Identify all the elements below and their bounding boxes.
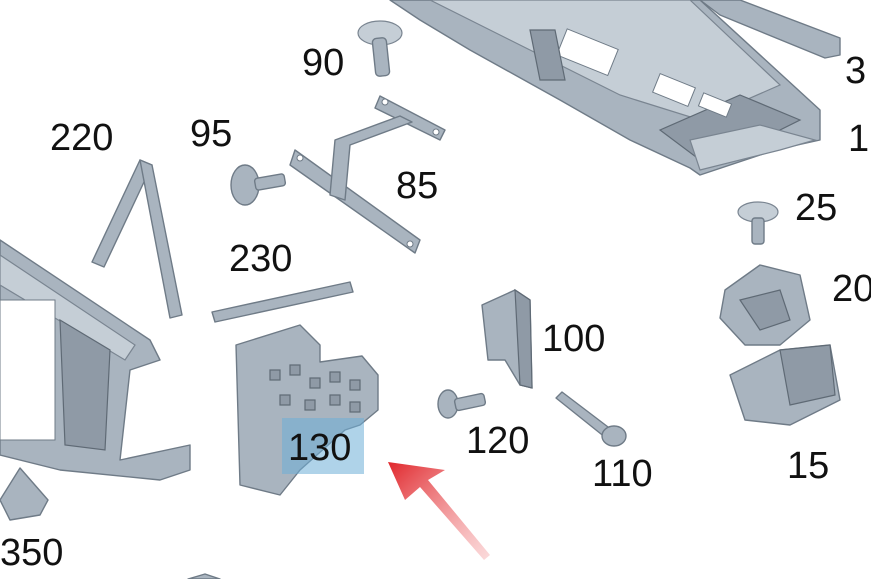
latch-20-part [719,264,811,346]
strut-220-part [91,159,183,319]
label-1: 1 [848,118,870,160]
bracket-85-part [289,95,446,254]
red-pointer-arrow [388,462,490,560]
label-230: 230 [229,238,293,280]
bolt-95-part [230,164,287,206]
bolt-25-part [737,201,779,245]
label-100: 100 [542,318,606,360]
left-frame-part [0,239,191,481]
bar-3-part [699,0,841,59]
label-90: 90 [302,42,345,84]
bottom-partial-part [187,573,221,579]
bolt-110-part [555,391,627,447]
label-15: 15 [787,445,830,487]
label-85: 85 [396,165,439,207]
radiator-support-part [389,0,821,176]
label-350: 350 [0,532,64,574]
label-20: 20 [832,268,871,310]
bracket-130-part [235,324,379,496]
label-220: 220 [50,117,114,159]
label-120: 120 [466,420,530,462]
bolt-120-part [437,389,487,419]
label-130: 130 [288,427,352,469]
bracket-100-part [481,288,533,389]
label-3: 3 [845,50,867,92]
rod-230-part [211,281,354,323]
label-95: 95 [190,113,233,155]
label-25: 25 [795,187,838,229]
bracket-350-part [0,467,49,521]
bolt-90-part [357,20,403,77]
bracket-15-part [729,344,841,426]
label-110: 110 [592,453,653,495]
